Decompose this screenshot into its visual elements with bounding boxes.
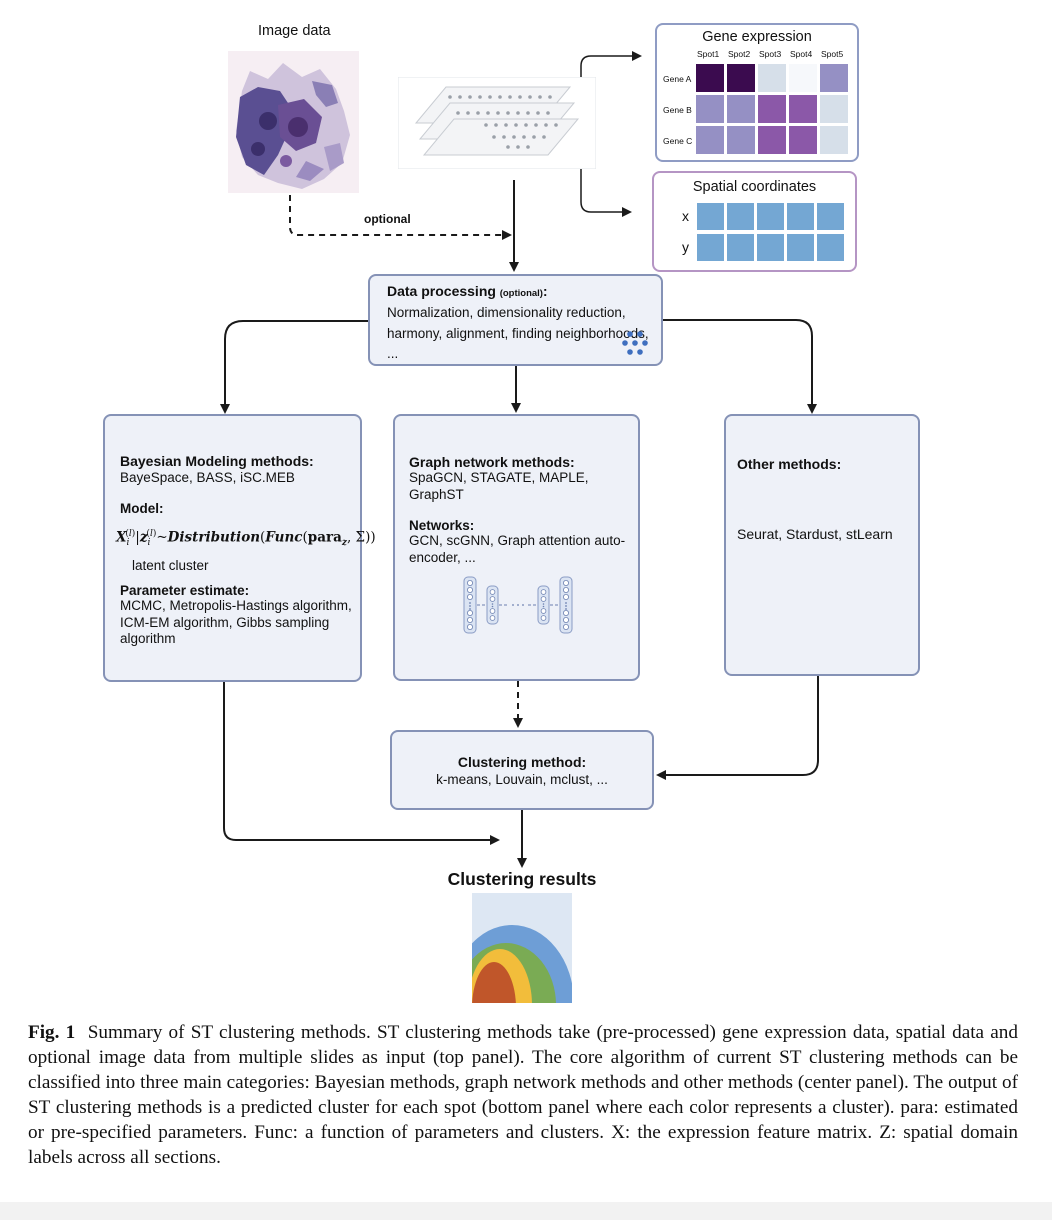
grid-cell (815, 232, 846, 263)
figure-caption-label: Fig. 1 (28, 1022, 76, 1043)
connector-arrows (220, 51, 819, 868)
heat-cell (756, 63, 788, 94)
model-formula: Xi(l)|zi(l)~Distribution(Func(paraz, Σ)) (116, 529, 376, 549)
gene-expression-heatmap (695, 63, 850, 156)
tissue-slides-graphic (398, 77, 596, 169)
gene-expression-title: Gene expression (702, 29, 812, 45)
grid-cell (725, 202, 756, 232)
to-spatial-arrow (580, 170, 632, 217)
processing-to-bayesian-arrow (220, 320, 368, 414)
heat-cell (725, 93, 757, 125)
heat-cell (818, 93, 850, 125)
grid-cell (696, 232, 726, 263)
spot-label: Spot5 (821, 49, 844, 59)
graph-title: Graph network methods: (409, 454, 575, 470)
networks-label: Networks: (409, 518, 475, 533)
processing-body: Normalization, dimensionality reduction,… (387, 305, 649, 361)
grid-cell (815, 202, 846, 232)
other-methods-box: Other methods: Seurat, Stardust, stLearn (724, 414, 920, 676)
processing-title-note: (optional) (499, 288, 543, 299)
grid-cell (785, 232, 816, 263)
gene-label: Gene B (663, 105, 692, 115)
heat-cell (787, 124, 819, 156)
cluster-region (472, 962, 516, 1003)
optional-label: optional (364, 212, 411, 226)
parameter-estimate-body: MCMC, Metropolis-Hastings algorithm, ICM… (120, 598, 352, 646)
grid-cell (755, 232, 786, 263)
spot-label: Spot4 (790, 49, 813, 59)
heat-cell (695, 63, 726, 94)
bottom-strip (0, 1202, 1052, 1220)
figure-caption-text: Summary of ST clustering methods. ST clu… (28, 1022, 1018, 1168)
grid-cell (755, 202, 786, 232)
heat-cell (695, 93, 726, 125)
processing-title-colon: : (542, 284, 548, 299)
tissue-image (228, 51, 359, 193)
to-gene-expression-arrow (580, 51, 642, 170)
bayesian-examples: BayeSpace, BASS, iSC.MEB (120, 470, 295, 485)
clustering-results-title: Clustering results (447, 869, 597, 889)
networks-body: GCN, scGNN, Graph attention auto-encoder… (409, 533, 626, 565)
spatial-coordinates-title: Spatial coordinates (692, 179, 817, 195)
grid-cell (696, 202, 726, 232)
processing-title: Data processing (387, 283, 496, 299)
dots-icon (622, 331, 648, 355)
gene-label: Gene C (663, 136, 693, 146)
spatial-grid (696, 202, 846, 263)
data-processing-box: Data processing (optional): Normalizatio… (368, 274, 663, 366)
heat-cell (756, 93, 788, 125)
gene-label: Gene A (663, 74, 692, 84)
bayesian-title: Bayesian Modeling methods: (120, 453, 314, 469)
heat-cell (818, 63, 850, 94)
bayesian-methods-box: Bayesian Modeling methods: BayeSpace, BA… (103, 414, 376, 682)
processing-to-other-arrow (663, 319, 817, 414)
parameter-estimate-label: Parameter estimate: (120, 583, 250, 598)
graph-examples: SpaGCN, STAGATE, MAPLE, GraphST (409, 470, 589, 502)
bayesian-to-results-arrow (223, 682, 500, 845)
heat-cell (725, 124, 757, 156)
other-examples: Seurat, Stardust, stLearn (737, 526, 893, 542)
spot-label: Spot3 (759, 49, 782, 59)
spot-label: Spot1 (697, 49, 720, 59)
heat-cell (818, 124, 850, 156)
image-data-label: Image data (258, 23, 331, 39)
clustering-method-title: Clustering method: (457, 754, 587, 770)
heat-cell (695, 124, 726, 156)
model-formula-note: latent cluster (132, 558, 209, 573)
spatial-coordinates-panel: Spatial coordinates x y (652, 171, 857, 272)
heat-cell (787, 63, 819, 94)
graph-network-box: Graph network methods: SpaGCN, STAGATE, … (393, 414, 640, 681)
grid-cell (725, 232, 756, 263)
other-title: Other methods: (737, 456, 842, 472)
gene-expression-panel: Gene expression Spot1 Spot2 Spot3 Spot4 … (655, 23, 859, 162)
other-to-clustering-arrow (656, 676, 819, 780)
figure-caption: Fig. 1 Summary of ST clustering methods.… (28, 1020, 1018, 1170)
coord-label-x: x (682, 208, 689, 224)
optional-arrow (289, 195, 512, 240)
heat-cell (756, 124, 788, 156)
coord-label-y: y (682, 239, 689, 255)
spot-label: Spot2 (728, 49, 751, 59)
grid-cell (785, 202, 816, 232)
neural-network-icon (463, 576, 573, 634)
heat-cell (725, 63, 757, 94)
model-label: Model: (120, 501, 164, 516)
clustering-results-graphic (472, 893, 572, 1003)
heat-cell (787, 93, 819, 125)
clustering-method-body: k-means, Louvain, mclust, ... (436, 772, 608, 787)
clustering-method-box: Clustering method: k-means, Louvain, mcl… (390, 730, 654, 810)
